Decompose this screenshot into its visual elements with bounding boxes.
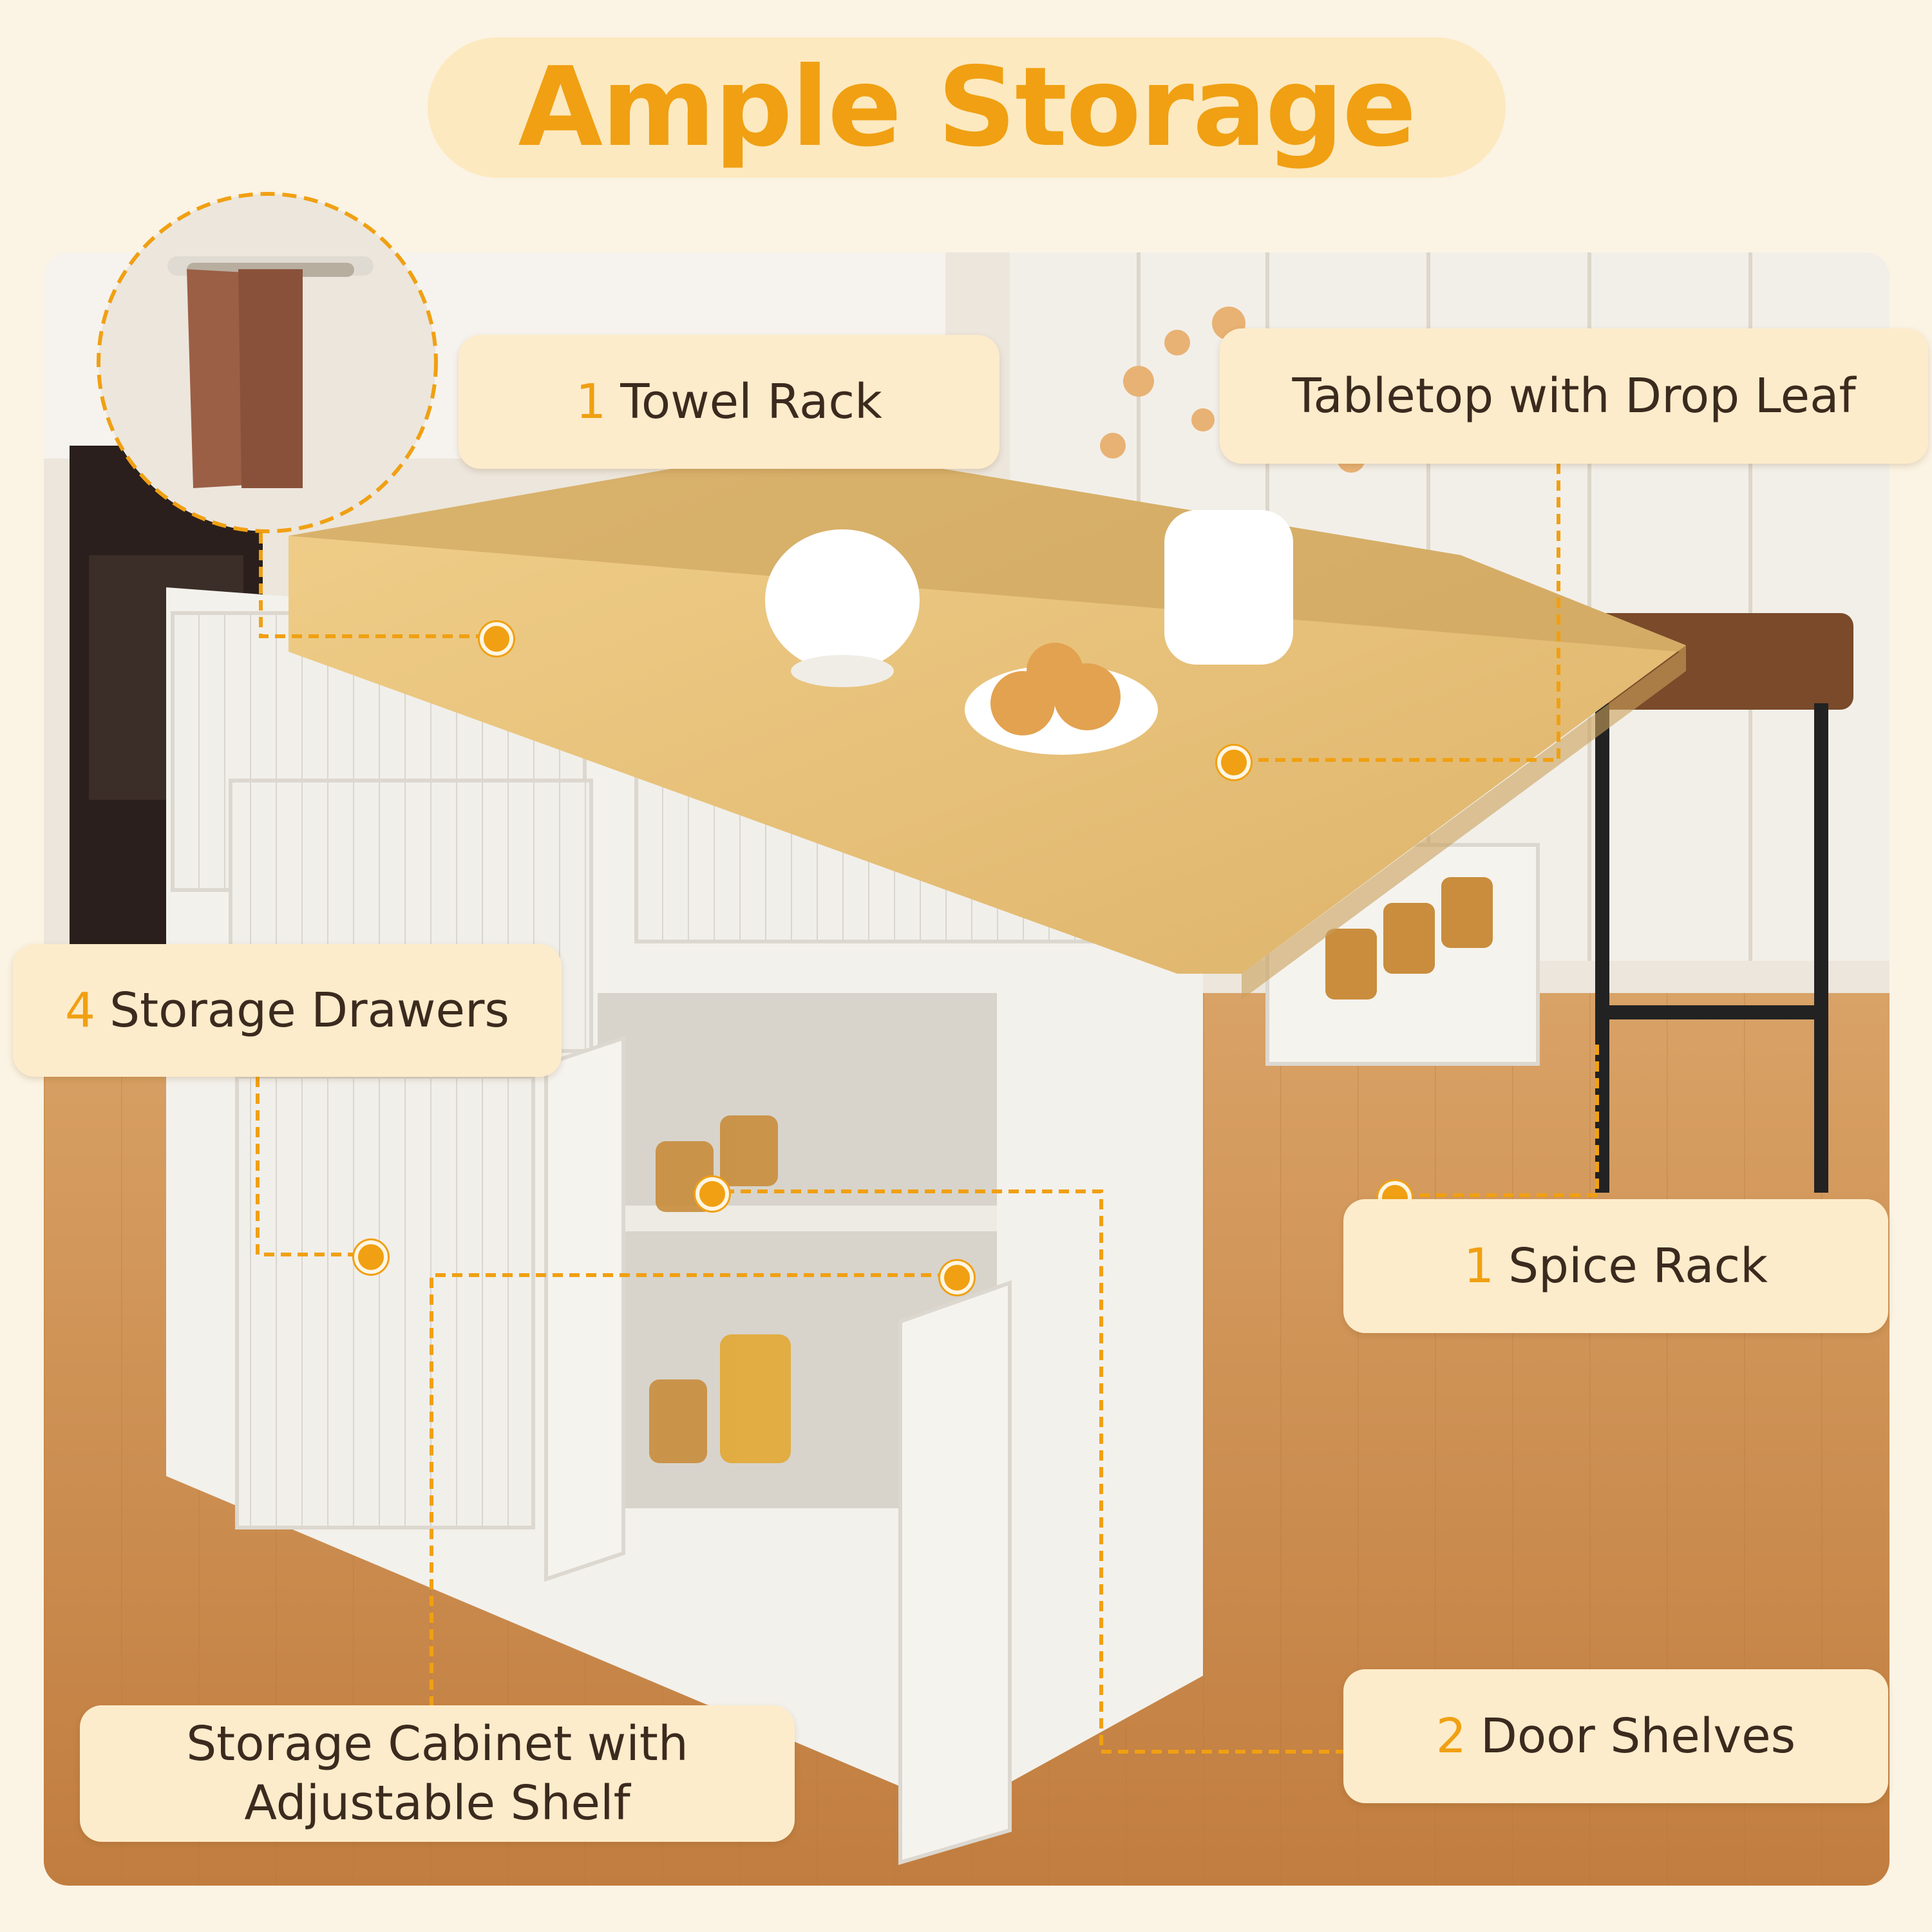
callout-storage-drawers: 4 Storage Drawers	[13, 944, 562, 1077]
callout-towel-rack: 1 Towel Rack	[459, 335, 999, 469]
callout-spice-rack: 1 Spice Rack	[1343, 1199, 1888, 1333]
callout-number: 4	[65, 982, 96, 1038]
callout-line-1: Storage Cabinet with	[186, 1716, 688, 1772]
callout-text: Towel Rack	[620, 374, 882, 430]
callout-text: Door Shelves	[1480, 1708, 1796, 1764]
towel-rack-zoom-graphic	[97, 192, 438, 533]
door-shelves-marker	[696, 1177, 729, 1211]
callout-door-shelves: 2 Door Shelves	[1343, 1669, 1888, 1803]
title-banner: Ample Storage	[428, 37, 1506, 178]
tabletop-marker	[1217, 746, 1251, 779]
callout-line-2: Adjustable Shelf	[244, 1776, 630, 1831]
callout-storage-cabinet: Storage Cabinet with Adjustable Shelf	[80, 1705, 795, 1842]
callout-tabletop: Tabletop with Drop Leaf	[1220, 328, 1928, 464]
towel-rack-marker	[480, 622, 513, 656]
callout-number: 2	[1435, 1708, 1466, 1764]
callout-number: 1	[1463, 1238, 1495, 1294]
callout-text: Tabletop with Drop Leaf	[1292, 368, 1856, 424]
callout-text: Spice Rack	[1508, 1238, 1768, 1294]
page-title: Ample Storage	[518, 44, 1416, 171]
cabinet-marker	[940, 1261, 974, 1294]
callout-text: Storage Drawers	[109, 982, 509, 1038]
drawers-marker	[354, 1240, 388, 1274]
callout-number: 1	[576, 374, 607, 430]
